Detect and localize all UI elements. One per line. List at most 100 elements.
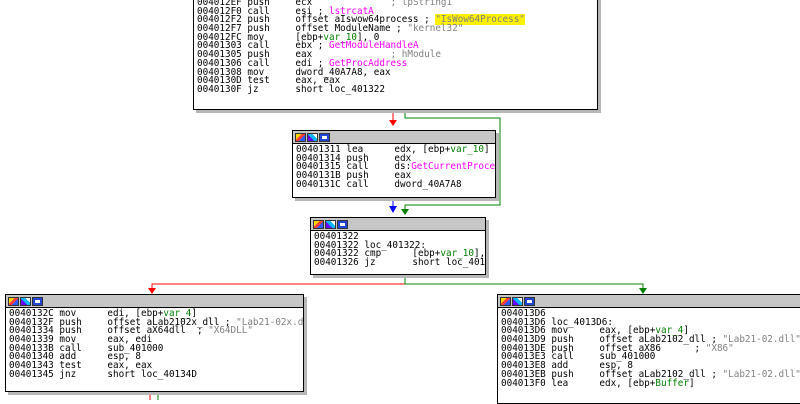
graph-chart-icon[interactable]	[325, 219, 336, 229]
graph-text-icon[interactable]	[337, 219, 348, 229]
block-body: 004013D6 004013D6 loc_4013D6:004013D6 mo…	[498, 308, 800, 390]
asm-mnemonic: push	[247, 23, 270, 35]
asm-mnemonic: push	[551, 334, 574, 346]
asm-string-comment: "X64DLL"	[208, 325, 253, 337]
asm-line[interactable]: 00401322 cmp[ebp+var_10], 0	[314, 248, 485, 260]
asm-variable-ref[interactable]: var_4	[163, 308, 192, 319]
asm-line[interactable]: 004012FC mov[ebp+var_10], 0	[197, 31, 594, 43]
asm-function-ref[interactable]: GetModuleHandleA	[328, 40, 419, 52]
asm-operand: dword_40A7A8	[394, 178, 462, 190]
asm-line[interactable]: 00401322	[314, 232, 482, 242]
asm-mnemonic: cmp	[364, 248, 382, 260]
asm-operand: short loc_401322	[295, 83, 385, 95]
asm-label[interactable]: loc_4013D6:	[551, 316, 613, 328]
asm-operand: [ebp+	[412, 248, 441, 260]
graph-chart-icon[interactable]	[512, 296, 523, 306]
asm-address: 00401345	[9, 368, 54, 380]
asm-address: 0040131B	[296, 170, 341, 182]
asm-operand: offset aX86 ;	[599, 342, 706, 354]
asm-variable-ref[interactable]: var_4	[655, 325, 684, 337]
block-toolbar	[293, 131, 495, 144]
asm-address: 0040132C	[9, 308, 54, 319]
asm-variable-ref[interactable]: var_10	[450, 144, 484, 155]
asm-line[interactable]: 004013D6 loc_4013D6:	[501, 316, 797, 328]
asm-mnemonic: call	[59, 342, 82, 354]
graph-text-icon[interactable]	[32, 296, 43, 306]
graph-color-icon[interactable]	[500, 296, 511, 306]
asm-label[interactable]: loc_401322:	[364, 239, 426, 251]
asm-variable-ref[interactable]: var_10	[440, 248, 474, 260]
asm-address: 00401314	[296, 152, 341, 164]
asm-mnemonic: push	[59, 316, 82, 328]
graph-chart-icon[interactable]	[20, 296, 31, 306]
asm-address: 0040133B	[9, 342, 54, 354]
asm-address: 004013E3	[501, 351, 546, 363]
code-block-join[interactable]: 00401322 00401322 loc_401322:00401322 cm…	[310, 217, 486, 275]
asm-mnemonic: call	[247, 57, 270, 69]
asm-mnemonic: add	[59, 351, 77, 363]
graph-chart-icon[interactable]	[307, 132, 318, 142]
asm-mnemonic: mov	[59, 308, 77, 319]
graph-color-icon[interactable]	[8, 296, 19, 306]
asm-address: 0040130F	[197, 83, 242, 95]
asm-mnemonic: call	[346, 178, 369, 190]
graph-text-icon[interactable]	[524, 296, 535, 306]
asm-mnemonic: push	[346, 152, 369, 164]
asm-operand: ebx ;	[295, 40, 329, 52]
asm-operand: ], 0	[473, 248, 486, 260]
asm-address: 00401334	[9, 325, 54, 337]
asm-operand: offset aX64dll ;	[107, 325, 209, 337]
edge-top-to-join-true	[404, 110, 501, 212]
asm-variable-ref[interactable]: var_10	[323, 31, 357, 43]
asm-address: 004012EF	[197, 0, 242, 8]
graph-color-icon[interactable]	[295, 132, 306, 142]
code-block-right[interactable]: 004013D6 004013D6 loc_4013D6:004013D6 mo…	[497, 294, 800, 404]
asm-line[interactable]: 00401322 loc_401322:	[314, 239, 482, 251]
graph-text-icon[interactable]	[319, 132, 330, 142]
asm-function-ref[interactable]: GetProcAddress	[328, 57, 408, 69]
graph-color-icon[interactable]	[313, 219, 324, 229]
asm-line[interactable]: 004013D6	[501, 309, 797, 319]
asm-function-ref[interactable]: GetCurrentProcess	[411, 161, 496, 173]
asm-function-ref[interactable]: lstrcatA	[328, 5, 374, 17]
asm-string-comment: "Lab21-02.dll"	[722, 368, 800, 380]
asm-operand: eax	[295, 49, 313, 61]
asm-variable-ref[interactable]: Buffer	[655, 377, 689, 389]
asm-operand: eax, [ebp+	[599, 325, 656, 337]
